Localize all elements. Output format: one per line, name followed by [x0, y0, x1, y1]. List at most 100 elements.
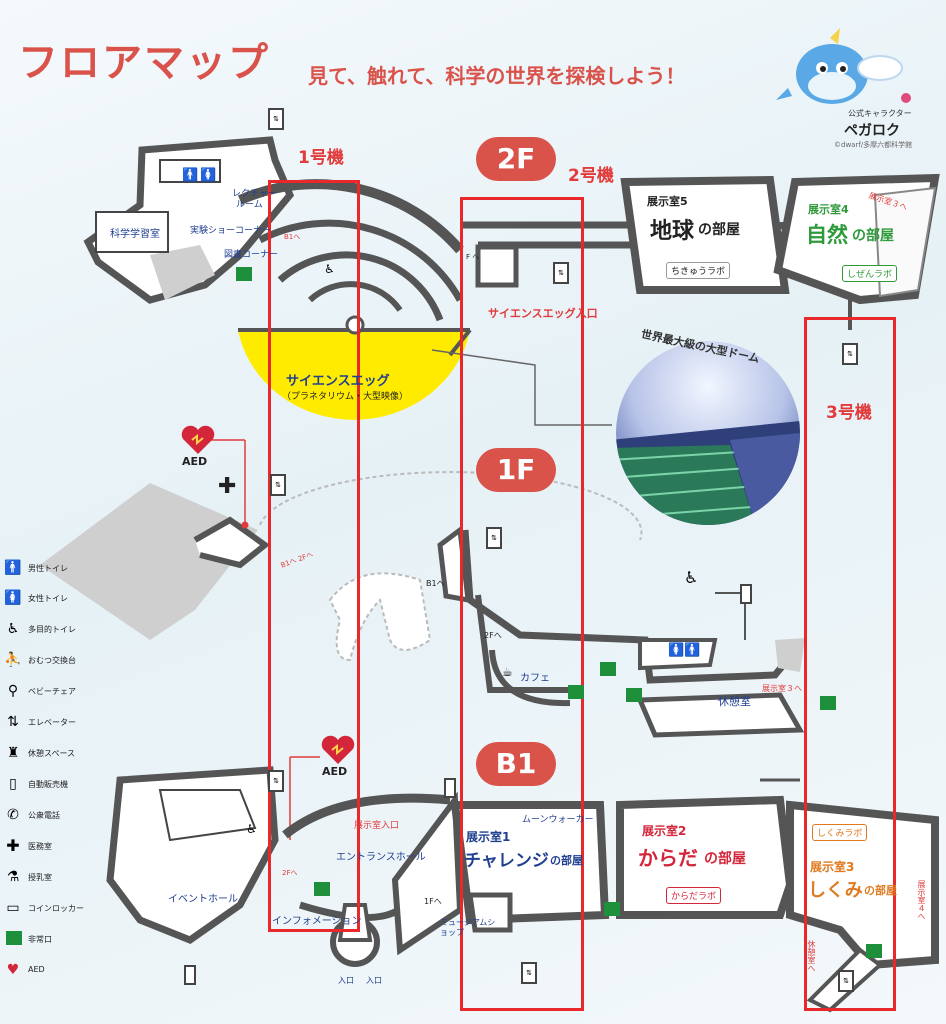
- elevator-icon[interactable]: ⇅: [553, 262, 569, 284]
- room2-lab-badge[interactable]: からだラボ: [666, 887, 722, 904]
- emergency-exit-icon: [866, 944, 882, 958]
- aed-heart-icon: [181, 425, 215, 454]
- elevator-icon[interactable]: ⇅: [521, 962, 537, 984]
- aed-label-1f: AED: [182, 455, 208, 468]
- room3-name-a: しくみ: [808, 880, 863, 901]
- label-science-egg: サイエンスエッグ: [286, 374, 390, 389]
- room1-label: 展示室1: [466, 830, 511, 844]
- legend-medical-room-icon: ✚: [6, 836, 20, 855]
- room5-lab-badge[interactable]: ちきゅうラボ: [666, 262, 731, 279]
- legend-label: 女性トイレ: [28, 594, 68, 603]
- floor1-right-corridor: [200, 439, 805, 738]
- floor-badge-1f[interactable]: 1F: [476, 448, 556, 492]
- label-to-2f-1f: 2Fへ: [484, 631, 502, 640]
- room3-name-b: の部屋: [864, 884, 897, 897]
- female-toilet-icon[interactable]: 🚺: [200, 168, 217, 183]
- emergency-exit-icon: [626, 688, 642, 702]
- floor-badge-b1[interactable]: B1: [476, 742, 556, 786]
- vending-machine-icon[interactable]: [184, 965, 196, 985]
- aed-label-b1: AED: [322, 765, 348, 778]
- label-lecture-2: ルーム: [236, 200, 263, 210]
- label-entrance-b: 入口: [366, 976, 382, 985]
- label-event-hall: イベントホール: [168, 894, 238, 905]
- legend-label: 自動販売機: [28, 780, 68, 789]
- elevator-icon[interactable]: ⇅: [270, 474, 286, 496]
- legend-label: 多目的トイレ: [28, 625, 76, 634]
- room2-name-a: からだ: [638, 846, 698, 870]
- label-entrance-hall: エントランスホール: [336, 852, 426, 863]
- room4-label: 展示室4: [808, 203, 849, 216]
- female-toilet-icon[interactable]: 🚺: [668, 643, 685, 658]
- floor1-left-wing: [40, 471, 643, 662]
- room4-name-a: 自然: [806, 223, 848, 247]
- elevator-icon[interactable]: ⇅: [486, 527, 502, 549]
- vending-machine-icon[interactable]: [740, 584, 752, 604]
- room5-label: 展示室5: [647, 195, 688, 208]
- legend-multipurpose-toilet-icon: ♿: [6, 621, 20, 637]
- label-science-lab: 科学学習室: [110, 229, 160, 240]
- label-information: インフォメーション: [272, 916, 362, 927]
- label-to-room4-b1: 展示室４へ: [917, 880, 926, 920]
- label-science-egg-sub: （プラネタリウム・大型映像）: [282, 392, 409, 402]
- legend-label: ベビーチェア: [28, 687, 76, 696]
- legend-label: 授乳室: [28, 873, 52, 882]
- mascot-illustration: [776, 28, 911, 104]
- room2-label: 展示室2: [642, 824, 687, 838]
- mascot-credit: ©dwarf/多摩六都科学館: [834, 141, 913, 149]
- legend-label: おむつ交換台: [28, 656, 76, 665]
- label-library-corner: 図書コーナー: [224, 250, 279, 260]
- mascot-caption: 公式キャラクター: [848, 109, 912, 118]
- room3-lab-badge[interactable]: しくみラボ: [812, 824, 868, 841]
- room5-name-b: の部屋: [698, 222, 740, 238]
- elevator-2-frame: [460, 197, 584, 1011]
- legend-label: 非常口: [28, 935, 52, 944]
- aed-heart-icon-b1: [321, 735, 355, 764]
- floorb1-left-wing: [106, 756, 320, 944]
- room1-name-b: の部屋: [550, 854, 583, 867]
- elevator-icon[interactable]: ⇅: [838, 970, 854, 992]
- elevator-3-label: 3号機: [826, 403, 872, 423]
- label-to-b1-1f: B1へ: [426, 579, 445, 588]
- emergency-exit-icon: [820, 696, 836, 710]
- dome-photo: [616, 341, 800, 525]
- legend-elevator-icon: ⇅: [7, 714, 19, 730]
- male-toilet-icon[interactable]: 🚹: [684, 643, 701, 658]
- label-museum-shop: ミュージアムショップ: [440, 918, 496, 937]
- label-to-f: F へ: [466, 253, 480, 261]
- label-entrance-a: 入口: [338, 976, 354, 985]
- legend-aed-icon: ♥: [6, 962, 20, 978]
- elevator-icon[interactable]: ⇅: [842, 343, 858, 365]
- page-title: フロアマップ: [18, 40, 270, 86]
- label-experiment-corner: 実験ショーコーナー: [190, 226, 272, 236]
- legend-label: エレベーター: [28, 718, 76, 727]
- legend-vending-machine-icon: ▯: [9, 776, 17, 792]
- floor2-right-corridor: [431, 173, 940, 426]
- elevator-icon[interactable]: ⇅: [268, 770, 284, 792]
- label-egg-entrance: サイエンスエッグ入口: [488, 307, 598, 320]
- male-toilet-icon[interactable]: 🚹: [182, 168, 199, 183]
- legend-label: 公衆電話: [28, 811, 60, 820]
- legend-baby-chair-icon: ⚲: [7, 683, 19, 699]
- label-to-2f-b1: 2Fへ: [282, 869, 298, 877]
- elevator-1-label: 1号機: [298, 148, 344, 168]
- room5-name-a: 地球: [650, 219, 695, 244]
- emergency-exit-icon: [568, 685, 584, 699]
- multipurpose-toilet-icon[interactable]: ♿: [324, 262, 335, 276]
- multipurpose-toilet-icon[interactable]: ♿: [684, 568, 699, 587]
- room1-name-a: チャレンジ: [464, 851, 549, 871]
- medical-cross-icon: ✚: [218, 474, 237, 499]
- legend-label: 医務室: [28, 842, 52, 851]
- floor-badge-2f[interactable]: 2F: [476, 137, 556, 181]
- legend-emergency-exit-icon: [6, 931, 22, 945]
- room4-name-b: の部屋: [852, 228, 894, 244]
- emergency-exit-icon: [236, 267, 252, 281]
- multipurpose-toilet-icon[interactable]: ♿: [246, 822, 257, 836]
- vending-machine-icon[interactable]: [444, 778, 456, 798]
- room2-name-b: の部屋: [704, 851, 746, 867]
- room4-lab-badge[interactable]: しぜんラボ: [842, 265, 898, 282]
- legend-label: 男性トイレ: [28, 564, 68, 573]
- emergency-exit-icon: [600, 662, 616, 676]
- elevator-icon[interactable]: ⇅: [268, 108, 284, 130]
